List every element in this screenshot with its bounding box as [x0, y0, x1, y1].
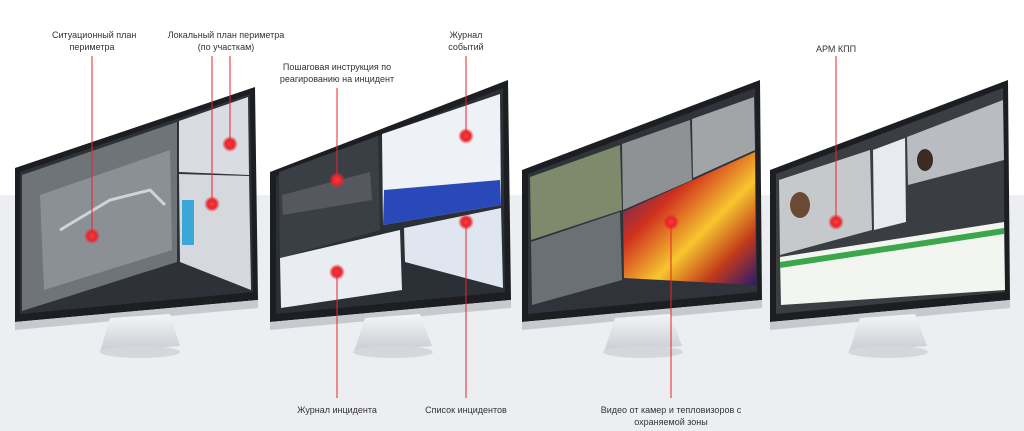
- marker-local-plan-bottom: [204, 196, 220, 212]
- monitor-1: [15, 87, 258, 358]
- marker-event-log: [458, 128, 474, 144]
- marker-local-plan-top: [222, 136, 238, 152]
- camera-view-1: [530, 145, 622, 240]
- camera-view-4: [531, 212, 622, 305]
- camera-view-2: [622, 120, 692, 210]
- marker-incident-list: [458, 214, 474, 230]
- camera-view-3: [692, 97, 755, 178]
- marker-instruction: [329, 172, 345, 188]
- monitor-3: [522, 80, 762, 358]
- marker-incident-log: [329, 264, 345, 280]
- label-incident-log: Журнал инцидента: [297, 405, 377, 415]
- incident-list-screen: [404, 208, 503, 288]
- checkpoint-log: [780, 222, 1005, 305]
- label-incident-list: Список инцидентов: [425, 405, 507, 415]
- monitor-2: [270, 80, 511, 358]
- checkpoint-camera: [779, 150, 872, 255]
- label-checkpoint: АРМ КПП: [815, 44, 857, 54]
- marker-situational-plan: [84, 228, 100, 244]
- callout-lines: [91, 56, 837, 398]
- local-plan-screen-top: [179, 97, 249, 175]
- thermal-view: [623, 152, 756, 285]
- markers: [84, 128, 844, 280]
- local-plan-screen-bottom: [179, 174, 251, 290]
- marker-video: [663, 214, 679, 230]
- label-local-plan: Локальный план периметра(по участкам): [167, 30, 285, 52]
- monitor-4: [770, 80, 1010, 358]
- marker-checkpoint: [828, 214, 844, 230]
